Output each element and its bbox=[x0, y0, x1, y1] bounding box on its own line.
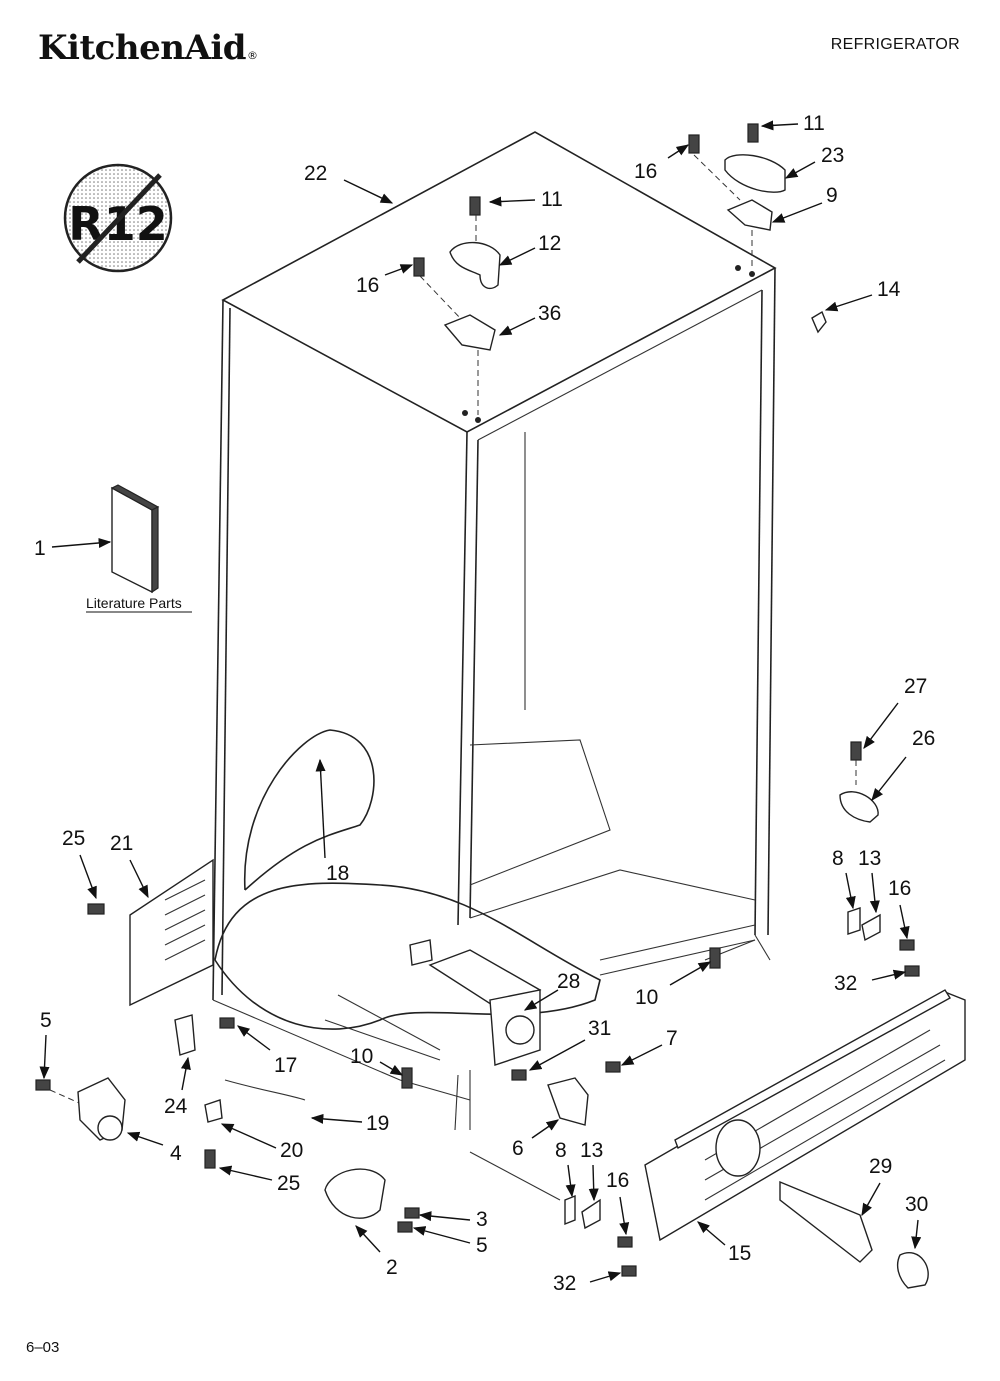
callout-25-left: 25 bbox=[62, 827, 85, 850]
lower-center-hardware bbox=[469, 939, 756, 1277]
callout-5-left: 5 bbox=[40, 1009, 52, 1032]
r12-text: R12 bbox=[68, 197, 167, 251]
callout-8-right: 8 bbox=[832, 847, 844, 870]
callout-11-top: 11 bbox=[803, 112, 825, 135]
callout-24: 24 bbox=[164, 1095, 188, 1118]
no-r12-icon: R12 bbox=[63, 163, 173, 273]
callout-29: 29 bbox=[869, 1155, 892, 1178]
callout-16-right: 16 bbox=[888, 877, 911, 900]
callout-10-right: 10 bbox=[635, 986, 658, 1009]
callout-labels: 22 11 12 16 36 11 23 16 9 14 1 27 26 25 … bbox=[34, 112, 935, 1295]
top-hinge-center bbox=[413, 196, 501, 423]
callout-10-left: 10 bbox=[350, 1045, 373, 1068]
brand-logo: KitchenAid® bbox=[38, 28, 258, 68]
condenser-fan-assembly bbox=[401, 939, 542, 1089]
lower-left-components bbox=[35, 994, 441, 1233]
callout-21: 21 bbox=[110, 832, 133, 855]
callout-5-lower: 5 bbox=[476, 1234, 488, 1257]
callout-12: 12 bbox=[538, 232, 561, 255]
callout-16-top: 16 bbox=[634, 160, 657, 183]
callout-11: 11 bbox=[541, 188, 563, 211]
base-grille bbox=[644, 989, 966, 1289]
literature-parts-label: Literature Parts bbox=[86, 595, 182, 611]
callout-23: 23 bbox=[821, 144, 844, 167]
callout-13-right: 13 bbox=[858, 847, 881, 870]
callout-8-lower: 8 bbox=[555, 1139, 567, 1162]
page-category: REFRIGERATOR bbox=[830, 36, 960, 53]
callout-31: 31 bbox=[588, 1017, 611, 1040]
callout-19: 19 bbox=[366, 1112, 389, 1135]
literature-booklet bbox=[110, 484, 160, 594]
callout-15: 15 bbox=[728, 1242, 751, 1265]
callout-32-right: 32 bbox=[834, 972, 857, 995]
callout-16: 16 bbox=[356, 274, 379, 297]
callout-30: 30 bbox=[905, 1193, 928, 1216]
callout-3: 3 bbox=[476, 1208, 488, 1231]
callout-28: 28 bbox=[557, 970, 580, 993]
callout-26: 26 bbox=[912, 727, 935, 750]
right-leveler-hardware bbox=[839, 741, 920, 977]
callout-14: 14 bbox=[877, 278, 901, 301]
callout-4: 4 bbox=[170, 1142, 182, 1165]
callout-17: 17 bbox=[274, 1054, 297, 1077]
callout-20: 20 bbox=[280, 1139, 303, 1162]
callout-9: 9 bbox=[826, 184, 838, 207]
page-footer-code: 6–03 bbox=[26, 1339, 60, 1356]
callout-18: 18 bbox=[326, 862, 349, 885]
callout-2: 2 bbox=[386, 1256, 398, 1279]
refrigerator-cabinet bbox=[212, 131, 777, 1131]
callout-27: 27 bbox=[904, 675, 927, 698]
callout-1: 1 bbox=[34, 537, 46, 560]
callout-13-lower: 13 bbox=[580, 1139, 603, 1162]
callout-25-lower: 25 bbox=[277, 1172, 300, 1195]
callout-16-lower: 16 bbox=[606, 1169, 629, 1192]
callout-36: 36 bbox=[538, 302, 561, 325]
callout-22: 22 bbox=[304, 162, 327, 185]
registered-mark: ® bbox=[247, 49, 258, 62]
callout-32-lower: 32 bbox=[553, 1272, 576, 1295]
side-grille-panel bbox=[87, 858, 214, 1007]
top-hinge-right bbox=[688, 123, 827, 334]
callout-7: 7 bbox=[666, 1027, 678, 1050]
brand-name: KitchenAid bbox=[38, 28, 247, 68]
callout-6: 6 bbox=[512, 1137, 524, 1160]
